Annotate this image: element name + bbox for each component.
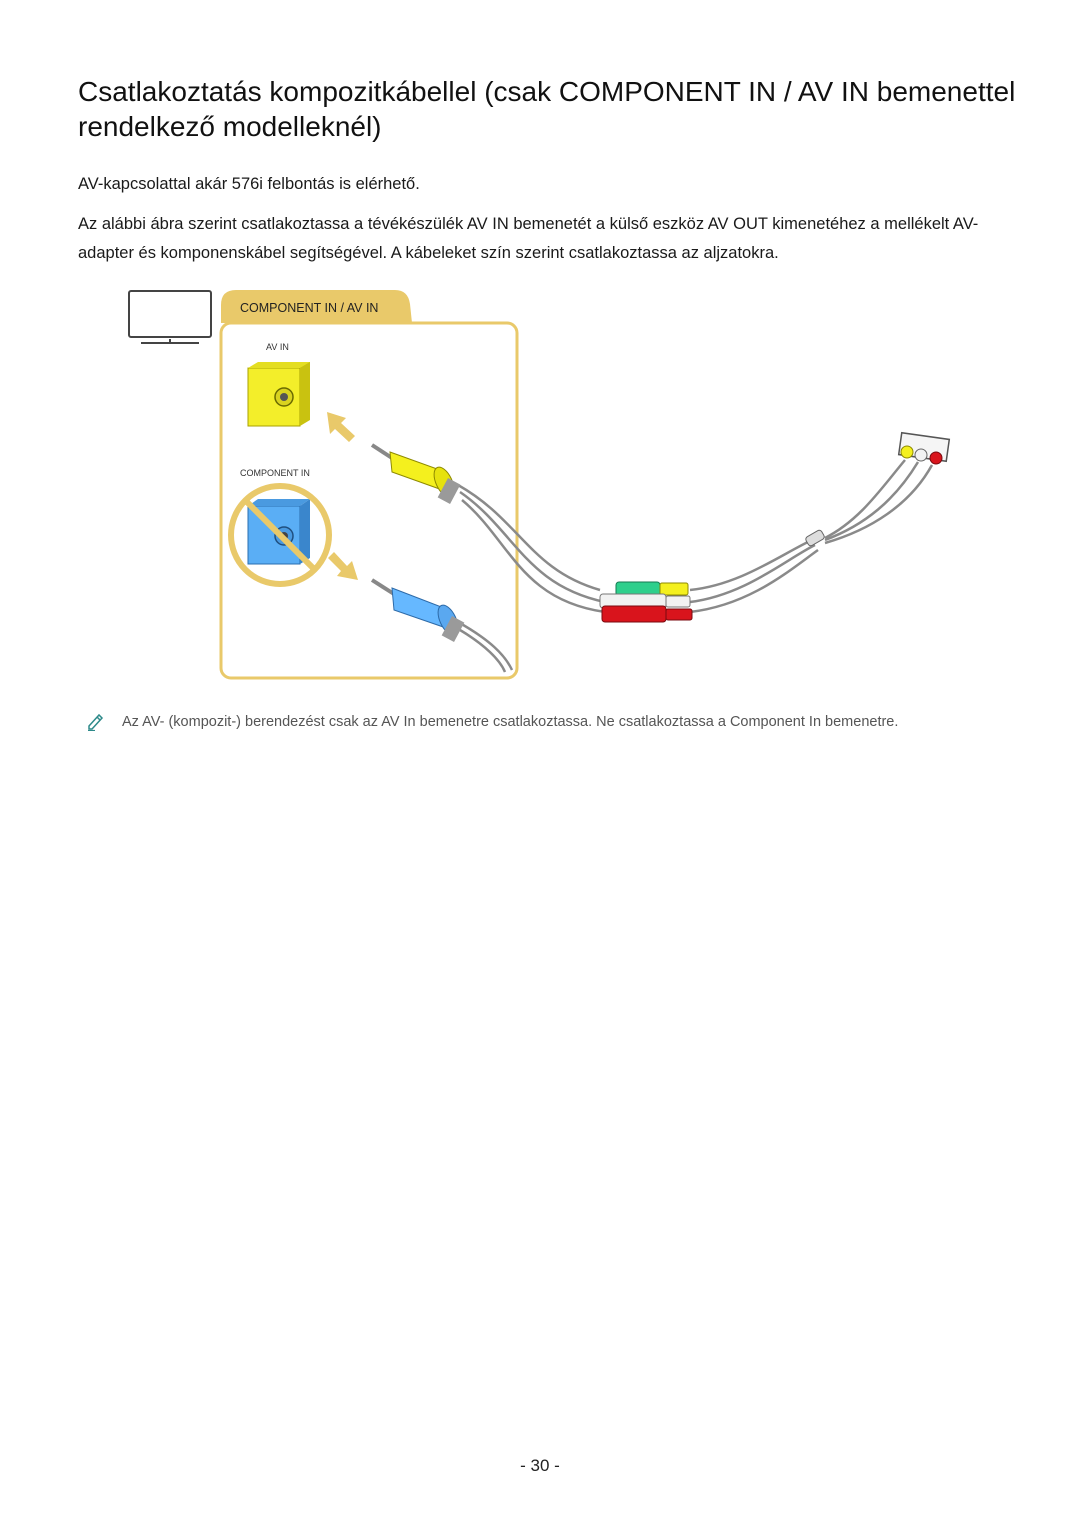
external-device-jacks: [897, 431, 951, 465]
cable-bundle: [457, 459, 934, 673]
yellow-plug: [370, 443, 461, 504]
note: Az AV- (kompozit-) berendezést csak az A…: [86, 710, 1006, 734]
tab-label: COMPONENT IN / AV IN: [240, 301, 378, 315]
resolution-paragraph: AV-kapcsolattal akár 576i felbontás is e…: [78, 175, 420, 193]
rca-plugs: [599, 581, 693, 623]
av-in-label: AV IN: [266, 342, 289, 352]
pencil-note-icon: [88, 713, 104, 731]
component-av-tab: [221, 290, 412, 323]
prohibited-icon: [228, 483, 332, 587]
cable-splitter: [805, 529, 825, 547]
component-in-port: [247, 499, 310, 565]
page-title: Csatlakoztatás kompozitkábellel (csak CO…: [78, 76, 1016, 142]
av-in-port: [247, 362, 310, 427]
tv-icon: [128, 290, 212, 344]
instruction-paragraph: Az alábbi ábra szerint csatlakoztassa a …: [78, 215, 979, 262]
note-text: Az AV- (kompozit-) berendezést csak az A…: [122, 714, 899, 730]
page-number: - 30 -: [520, 1456, 560, 1475]
blue-plug: [370, 578, 465, 642]
component-in-label: COMPONENT IN: [240, 468, 310, 478]
arrow-icon: [327, 412, 358, 580]
port-panel: [219, 321, 519, 680]
